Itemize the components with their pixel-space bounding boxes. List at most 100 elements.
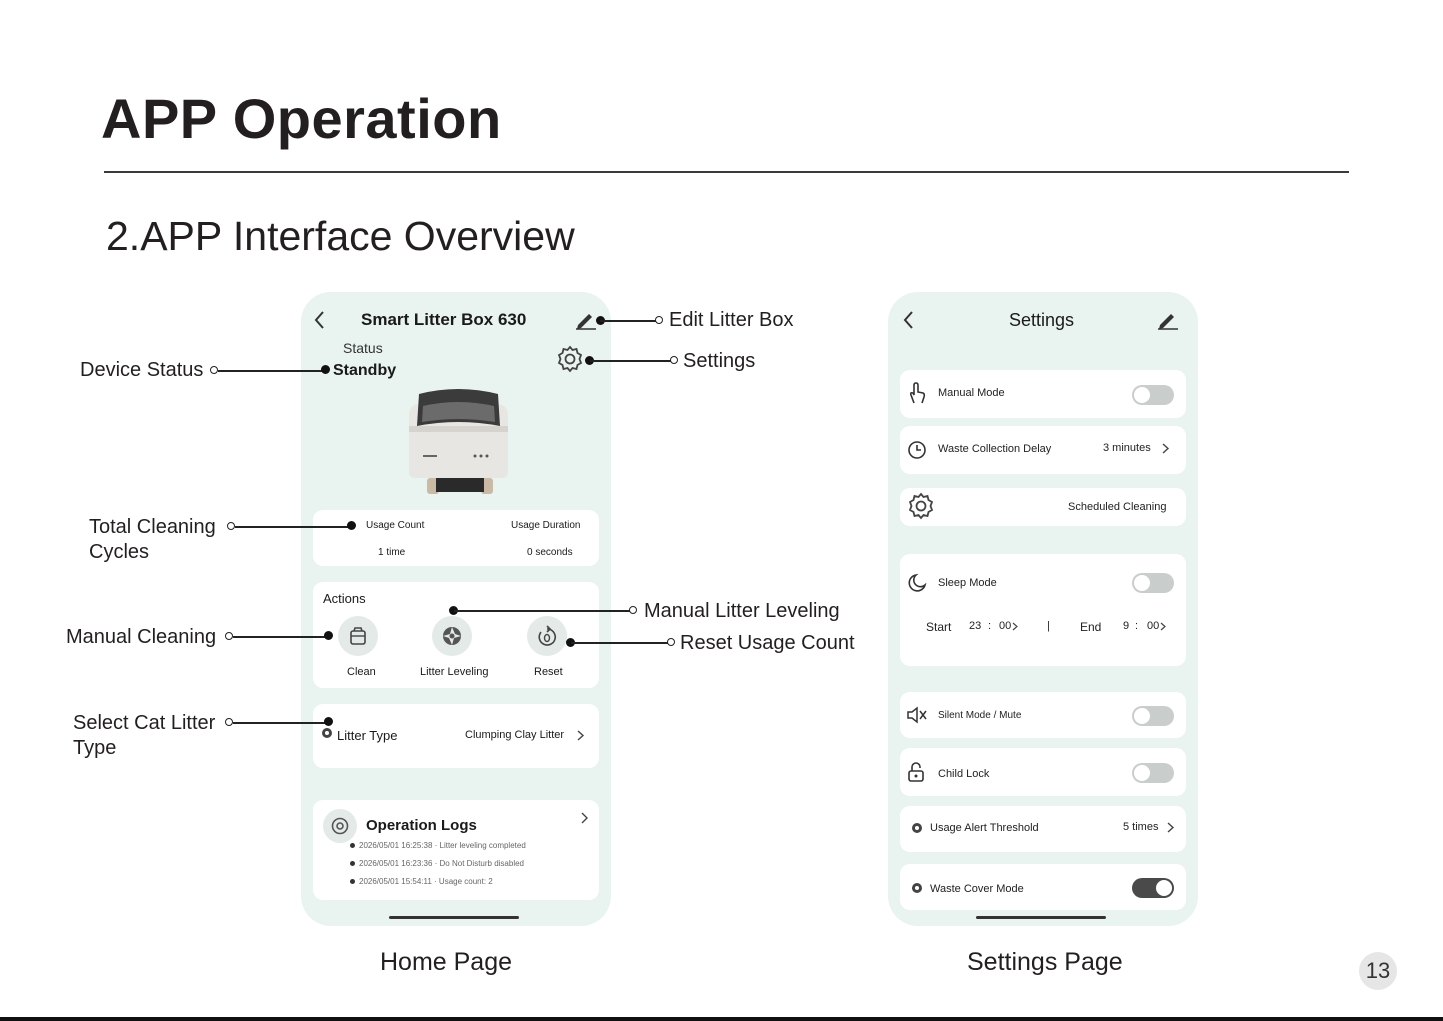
callout-reset-usage-count: Reset Usage Count <box>680 632 855 654</box>
litter-type-value: Clumping Clay Litter <box>465 729 565 741</box>
chevron-right-icon <box>1160 622 1166 631</box>
home-indicator <box>389 916 519 919</box>
operation-logs-card[interactable]: Operation Logs 2026/05/01 16:25:38 · Lit… <box>313 800 599 900</box>
reset-icon <box>538 625 557 646</box>
callout-dot <box>449 606 458 615</box>
sleep-end-hour[interactable]: 9 <box>1123 620 1130 632</box>
back-icon[interactable] <box>902 310 916 330</box>
litter-box-image <box>409 389 508 494</box>
callout-settings: Settings <box>683 350 756 372</box>
gear-icon[interactable] <box>556 345 584 373</box>
section-title: 2.APP Interface Overview <box>106 213 575 259</box>
manual-mode-toggle[interactable] <box>1132 385 1174 405</box>
settings-page-caption: Settings Page <box>967 948 1123 976</box>
settings-title: Settings <box>1009 310 1075 330</box>
waste-cover-label: Waste Cover Mode <box>930 883 1024 895</box>
callout-endpoint <box>667 638 675 646</box>
unlock-icon <box>908 762 924 782</box>
sleep-start-minute[interactable]: 00 <box>999 620 1012 632</box>
silent-mode-row: Silent Mode / Mute <box>900 692 1186 738</box>
page-title: APP Operation <box>101 87 502 150</box>
sleep-mode-label: Sleep Mode <box>938 577 997 589</box>
callout-endpoint <box>225 718 233 726</box>
waste-cover-row: Waste Cover Mode <box>900 864 1186 910</box>
callout-endpoint <box>225 632 233 640</box>
settings-small-icon <box>912 883 922 893</box>
usage-alert-label: Usage Alert Threshold <box>930 822 1039 834</box>
sleep-mode-card: Sleep Mode Start 23 : 00 | End 9 : 00 <box>900 554 1186 666</box>
callout-line <box>218 370 324 372</box>
sleep-mode-toggle[interactable] <box>1132 573 1174 593</box>
silent-mode-toggle[interactable] <box>1132 706 1174 726</box>
callout-total-cleaning-line1: Total Cleaning <box>89 516 216 538</box>
logs-icon-circle <box>323 809 357 843</box>
log-bullet <box>350 861 355 866</box>
usage-duration-value: 0 seconds <box>527 547 573 558</box>
callout-endpoint <box>227 522 235 530</box>
waste-cover-toggle[interactable] <box>1132 878 1174 898</box>
edit-icon[interactable] <box>1157 310 1179 330</box>
reset-button[interactable] <box>527 616 567 656</box>
chevron-right-icon <box>1167 822 1175 833</box>
callout-manual-litter-leveling: Manual Litter Leveling <box>644 600 840 622</box>
edit-icon[interactable] <box>575 310 597 330</box>
clean-button[interactable] <box>338 616 378 656</box>
litter-type-label: Litter Type <box>337 728 398 743</box>
sleep-separator: | <box>1047 620 1050 632</box>
callout-line <box>600 320 656 322</box>
waste-delay-row[interactable]: Waste Collection Delay 3 minutes <box>900 426 1186 474</box>
status-label: Status <box>343 340 383 356</box>
callout-line <box>233 722 327 724</box>
callout-edit-litter-box: Edit Litter Box <box>669 309 794 331</box>
usage-alert-row[interactable]: Usage Alert Threshold 5 times <box>900 806 1186 852</box>
logs-title: Operation Logs <box>366 817 477 834</box>
mute-speaker-icon <box>907 706 927 724</box>
settings-small-icon <box>322 728 332 738</box>
callout-line <box>590 360 671 362</box>
litter-leveling-label: Litter Leveling <box>420 666 489 678</box>
callout-dot <box>566 638 575 647</box>
callout-line <box>233 636 326 638</box>
moon-icon <box>908 573 927 592</box>
callout-line <box>235 526 349 528</box>
chevron-right-icon <box>581 812 588 824</box>
child-lock-toggle[interactable] <box>1132 763 1174 783</box>
home-title: Smart Litter Box 630 <box>361 310 527 329</box>
reset-label: Reset <box>534 666 563 678</box>
sleep-start-hour[interactable]: 23 <box>969 620 982 632</box>
aperture-icon <box>443 627 461 645</box>
back-icon[interactable] <box>313 310 327 330</box>
callout-endpoint <box>210 366 218 374</box>
actions-card: Actions Clean Litter Leveling Reset <box>313 582 599 688</box>
child-lock-label: Child Lock <box>938 768 990 780</box>
chevron-right-icon <box>1012 622 1018 631</box>
waste-delay-label: Waste Collection Delay <box>938 443 1052 455</box>
sleep-end-minute[interactable]: 00 <box>1147 620 1160 632</box>
callout-endpoint <box>629 606 637 614</box>
settings-phone-screen: Settings Manual Mode Waste Collection De… <box>888 292 1198 926</box>
scheduled-cleaning-row[interactable]: Scheduled Cleaning <box>900 488 1186 526</box>
callout-dot <box>321 365 330 374</box>
log-entry: 2026/05/01 15:54:11 · Usage count: 2 <box>359 877 493 886</box>
callout-total-cleaning-line2: Cycles <box>89 541 150 563</box>
usage-count-label: Usage Count <box>366 520 425 531</box>
callout-line <box>454 610 630 612</box>
manual-mode-label: Manual Mode <box>938 387 1005 399</box>
usage-alert-value: 5 times <box>1123 821 1159 833</box>
litter-leveling-button[interactable] <box>432 616 472 656</box>
home-indicator <box>976 916 1106 919</box>
log-entry: 2026/05/01 16:23:36 · Do Not Disturb dis… <box>359 859 524 868</box>
litter-type-card[interactable]: Litter Type Clumping Clay Litter <box>313 704 599 768</box>
trash-bin-icon <box>350 627 366 645</box>
silent-mode-label: Silent Mode / Mute <box>938 710 1022 721</box>
manual-mode-row: Manual Mode <box>900 370 1186 418</box>
usage-stats-card: Usage Count 1 time Usage Duration 0 seco… <box>313 510 599 566</box>
log-bullet <box>350 843 355 848</box>
sleep-start-colon: : <box>988 620 992 632</box>
callout-select-litter-line1: Select Cat Litter <box>73 712 216 734</box>
callout-line <box>571 642 669 644</box>
callout-dot <box>324 717 333 726</box>
bottom-border <box>0 1017 1443 1021</box>
page-number: 13 <box>1359 952 1397 990</box>
actions-title: Actions <box>323 591 366 606</box>
